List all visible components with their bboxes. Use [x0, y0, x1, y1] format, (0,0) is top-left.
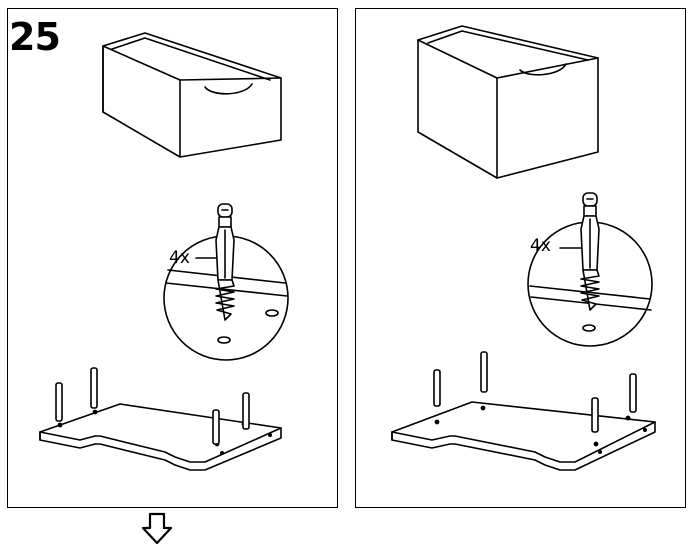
drawer-box-right: [418, 26, 598, 178]
drawer-box-left: [103, 33, 281, 157]
base-panel-right: [392, 402, 655, 470]
quantity-label-left: 4x: [169, 248, 190, 268]
quantity-label-right: 4x: [530, 236, 551, 256]
down-arrow-icon[interactable]: [140, 512, 174, 546]
